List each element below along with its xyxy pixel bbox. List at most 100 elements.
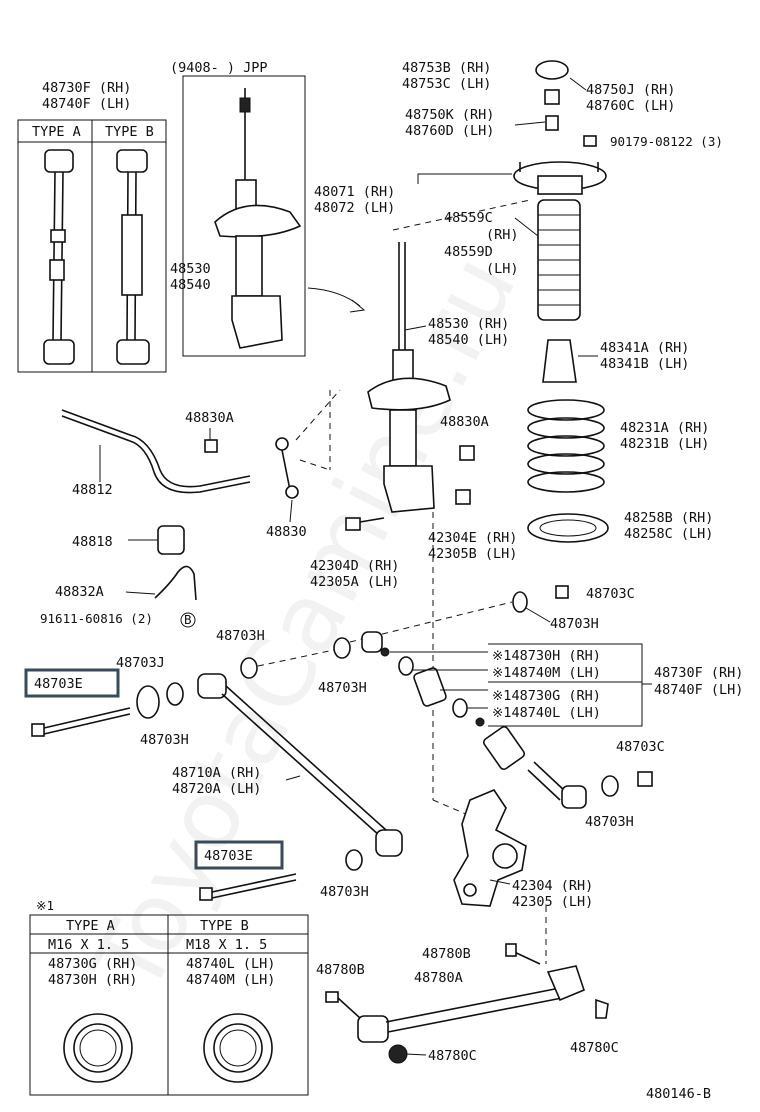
collar-48750k xyxy=(545,115,559,131)
diagram-id: 480146-B xyxy=(646,1086,711,1102)
label-48780b-1: 48780B xyxy=(316,962,365,978)
note-1: ※1 xyxy=(36,898,54,913)
table-a-part-1: 48730G (RH) xyxy=(48,956,137,972)
washer-48703h-c xyxy=(166,682,184,706)
bolt-48703e-left xyxy=(31,707,131,737)
label-48830a-2: 48830A xyxy=(440,414,489,430)
bolt-42304d xyxy=(345,517,385,531)
trailing-arm-48780a xyxy=(357,965,585,1043)
washer-48703j xyxy=(136,685,160,719)
label-48740l: ※148740L (LH) xyxy=(492,705,601,721)
label-48530-left: 48530 xyxy=(170,261,211,277)
bolt-48703e-bottom xyxy=(199,873,297,901)
washer-48703h-e xyxy=(345,849,363,871)
nut-48750j xyxy=(544,89,560,105)
label-48530-rh: 48530 (RH) xyxy=(428,316,509,332)
bushing-type-a-illustration xyxy=(63,1013,133,1083)
label-48760d: 48760D (LH) xyxy=(405,123,494,139)
type-table xyxy=(29,914,309,1096)
label-48753c: 48753C (LH) xyxy=(402,76,491,92)
link-type-a-illustration xyxy=(43,149,75,365)
type-a-header: TYPE A xyxy=(32,124,81,140)
shock-absorber-48530 xyxy=(367,242,451,513)
label-48341b: 48341B (LH) xyxy=(600,356,689,372)
label-42305b: 42305B (LH) xyxy=(428,546,517,562)
link-type-b-illustration xyxy=(116,149,150,365)
b-mark-letter: B xyxy=(184,612,192,627)
label-48540-left: 48540 xyxy=(170,277,211,293)
upper-support-48071 xyxy=(513,161,607,195)
label-48559d-lh: (LH) xyxy=(486,261,519,277)
bolt-48780b-left xyxy=(325,991,361,1019)
label-42304: 42304 (RH) xyxy=(512,878,593,894)
label-48750j: 48750J (RH) xyxy=(586,82,675,98)
jpp-strut-illustration xyxy=(214,88,302,349)
label-48258b: 48258B (RH) xyxy=(624,510,713,526)
table-thread-b: M18 X 1. 5 xyxy=(186,937,267,953)
label-48540-lh: 48540 (LH) xyxy=(428,332,509,348)
label-48780c-2: 48780C xyxy=(570,1040,619,1056)
washer-48703h-top xyxy=(512,591,528,613)
type-b-header: TYPE B xyxy=(105,124,154,140)
label-48703h-3: 48703H xyxy=(140,732,189,748)
label-48730f-top: 48730F (RH) xyxy=(42,80,131,96)
label-48341a: 48341A (RH) xyxy=(600,340,689,356)
link-label-bracket xyxy=(488,643,643,727)
label-48832a: 48832A xyxy=(55,584,104,600)
nut-42304e xyxy=(455,489,471,505)
label-48071: 48071 (RH) xyxy=(314,184,395,200)
nut-48780c-right xyxy=(595,998,609,1019)
label-48703c-2: 48703C xyxy=(616,739,665,755)
label-48559d: 48559D xyxy=(444,244,493,260)
mount-cap-48753b xyxy=(535,60,569,80)
label-48703h-4: 48703H xyxy=(318,680,367,696)
label-48750k: 48750K (RH) xyxy=(405,107,494,123)
label-48780c-1: 48780C xyxy=(428,1048,477,1064)
label-42304d: 42304D (RH) xyxy=(310,558,399,574)
washer-48703h-b xyxy=(333,637,351,659)
table-thread-a: M16 X 1. 5 xyxy=(48,937,129,953)
washer-48703h-a xyxy=(240,657,258,679)
label-48818: 48818 xyxy=(72,534,113,550)
label-jpp: (9408- ) JPP xyxy=(170,60,268,76)
label-48703e-1-frame xyxy=(24,668,120,698)
nut-48703c-right xyxy=(637,771,653,787)
bushing-48818 xyxy=(157,525,185,555)
label-48703j: 48703J xyxy=(116,655,165,671)
axle-carrier-42304 xyxy=(453,789,527,907)
nut-48780c-left xyxy=(388,1044,408,1064)
table-a-part-2: 48730H (RH) xyxy=(48,972,137,988)
bushing-48730h xyxy=(398,656,414,676)
table-header-a: TYPE A xyxy=(66,918,115,934)
sleeve-48730f xyxy=(413,667,447,707)
label-48740f-top: 48740F (LH) xyxy=(42,96,131,112)
b-mark xyxy=(180,612,196,628)
bushing-48730g xyxy=(452,698,468,718)
label-91611: 91611-60816 (2) xyxy=(40,611,153,626)
label-48703h-6: 48703H xyxy=(320,884,369,900)
label-48703e-1: 48703E xyxy=(34,676,83,692)
label-48753b: 48753B (RH) xyxy=(402,60,491,76)
label-48703h-1: 48703H xyxy=(550,616,599,632)
bushing-type-b-illustration xyxy=(203,1013,273,1083)
label-48830a-1: 48830A xyxy=(185,410,234,426)
bolt-48780b-top xyxy=(505,943,541,965)
label-48740m: ※148740M (LH) xyxy=(492,665,601,681)
label-48812: 48812 xyxy=(72,482,113,498)
stabilizer-link-48830 xyxy=(275,437,299,499)
label-48258c: 48258C (LH) xyxy=(624,526,713,542)
label-48703e-2: 48703E xyxy=(204,848,253,864)
label-42305: 42305 (LH) xyxy=(512,894,593,910)
washer-48703h-d xyxy=(601,775,619,797)
stabilizer-bar-48812 xyxy=(61,409,251,488)
control-arm-lower-section xyxy=(482,725,587,809)
coil-spring-48231a xyxy=(527,399,605,493)
label-48231a: 48231A (RH) xyxy=(620,420,709,436)
label-48710a: 48710A (RH) xyxy=(172,765,261,781)
label-48231b: 48231B (LH) xyxy=(620,436,709,452)
label-48703c-1: 48703C xyxy=(586,586,635,602)
label-48730h: ※148730H (RH) xyxy=(492,648,601,664)
table-b-part-2: 48740M (LH) xyxy=(186,972,275,988)
spring-insulator-48258b xyxy=(527,513,609,543)
